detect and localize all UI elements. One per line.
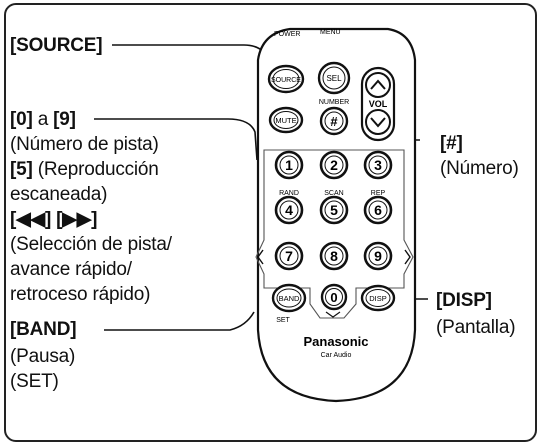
label-band-desc-2: (SET) bbox=[10, 371, 59, 392]
label-skip: [◀◀] [▶▶] bbox=[10, 208, 97, 232]
disp-button[interactable]: DISP bbox=[360, 284, 396, 312]
label-five-key: [5] bbox=[10, 159, 33, 180]
band-button-label: BAND bbox=[279, 294, 300, 303]
label-band-key: [BAND] bbox=[10, 319, 77, 340]
label-band: [BAND] bbox=[10, 318, 77, 342]
source-button-label: SOURCE bbox=[271, 77, 301, 84]
digit-button-2[interactable]: 2 bbox=[319, 150, 349, 180]
mute-button[interactable]: MUTE bbox=[268, 106, 304, 134]
source-button[interactable]: SOURCE bbox=[267, 64, 305, 94]
digit-label: 1 bbox=[285, 157, 293, 173]
label-skip-desc-2: avance rápido/ bbox=[10, 259, 132, 280]
brand-logo: Panasonic bbox=[303, 334, 368, 349]
sel-button-label: SEL bbox=[326, 74, 342, 83]
digit-label: 4 bbox=[285, 202, 293, 218]
label-skip-desc-1: (Selección de pista/ bbox=[10, 234, 172, 255]
digit-button-7[interactable]: 7 bbox=[274, 241, 304, 271]
chevron-down-icon bbox=[370, 117, 386, 128]
digit-button-3[interactable]: 3 bbox=[363, 150, 393, 180]
volume-rocker[interactable]: VOL bbox=[360, 66, 396, 142]
disp-button-label: DISP bbox=[369, 294, 387, 303]
skip-forward-mark-icon bbox=[404, 249, 411, 265]
label-five: [5] (Reproducción bbox=[10, 158, 159, 182]
label-source-key: [SOURCE] bbox=[10, 35, 103, 56]
number-label: NUMBER bbox=[319, 99, 349, 106]
label-five-desc-2: escaneada) bbox=[10, 184, 108, 205]
digit-button-1[interactable]: 1 bbox=[274, 150, 304, 180]
label-digits-key-b: [9] bbox=[53, 109, 76, 130]
band-button[interactable]: BAND bbox=[271, 283, 307, 313]
rand-label: RAND bbox=[279, 190, 299, 197]
scan-label: SCAN bbox=[324, 190, 343, 197]
chevron-up-icon bbox=[370, 79, 386, 90]
label-skip-desc-3: retroceso rápido) bbox=[10, 284, 151, 305]
set-label: SET bbox=[276, 317, 290, 324]
digit-button-5[interactable]: 5 bbox=[319, 195, 349, 225]
label-skip-keys: [◀◀] [▶▶] bbox=[10, 209, 98, 230]
label-disp: [DISP] bbox=[436, 289, 492, 313]
digit-label: 6 bbox=[374, 202, 382, 218]
hash-button-label: # bbox=[330, 114, 338, 129]
label-disp-desc: (Pantalla) bbox=[436, 317, 516, 338]
sub-brand-label: Car Audio bbox=[321, 352, 352, 359]
leader-band bbox=[104, 311, 255, 331]
digit-button-0[interactable]: 0 bbox=[320, 283, 348, 311]
label-hash: [#] bbox=[440, 132, 463, 156]
volume-down-button[interactable] bbox=[365, 109, 391, 135]
label-hash-desc: (Número) bbox=[440, 158, 519, 179]
digit-label: 9 bbox=[374, 248, 382, 264]
leader-digits bbox=[94, 118, 258, 161]
digit-button-9[interactable]: 9 bbox=[363, 241, 393, 271]
label-band-desc-1: (Pausa) bbox=[10, 346, 76, 367]
menu-label: MENU bbox=[320, 29, 341, 36]
digit-button-6[interactable]: 6 bbox=[363, 195, 393, 225]
digit-label: 2 bbox=[330, 157, 338, 173]
figure-frame bbox=[4, 3, 537, 442]
label-digits: [0] a [9] bbox=[10, 108, 76, 132]
power-label: POWER bbox=[274, 31, 300, 38]
label-digits-key-a: [0] bbox=[10, 109, 33, 130]
number-pad-outline bbox=[255, 149, 414, 319]
label-digits-mid: a bbox=[32, 109, 54, 130]
digit-button-8[interactable]: 8 bbox=[319, 241, 349, 271]
mute-button-label: MUTE bbox=[275, 116, 296, 125]
digit-label: 8 bbox=[330, 248, 338, 264]
digit-label: 0 bbox=[330, 290, 337, 305]
rep-label: REP bbox=[371, 190, 386, 197]
hash-button[interactable]: # bbox=[319, 106, 349, 136]
digit-button-4[interactable]: 4 bbox=[274, 195, 304, 225]
label-hash-key: [#] bbox=[440, 133, 463, 154]
leader-source bbox=[112, 44, 271, 61]
digit-label: 7 bbox=[285, 248, 293, 264]
label-disp-key: [DISP] bbox=[436, 290, 492, 311]
label-five-desc-1: (Reproducción bbox=[32, 159, 159, 180]
zero-down-mark-icon bbox=[325, 311, 341, 318]
vol-label: VOL bbox=[369, 99, 388, 109]
digit-label: 5 bbox=[330, 202, 338, 218]
sel-button[interactable]: SEL bbox=[317, 61, 351, 95]
skip-back-mark-icon bbox=[257, 249, 264, 265]
volume-up-button[interactable] bbox=[365, 72, 391, 98]
digit-label: 3 bbox=[374, 157, 382, 173]
label-digits-desc: (Número de pista) bbox=[10, 134, 159, 155]
label-source: [SOURCE] bbox=[10, 34, 103, 58]
